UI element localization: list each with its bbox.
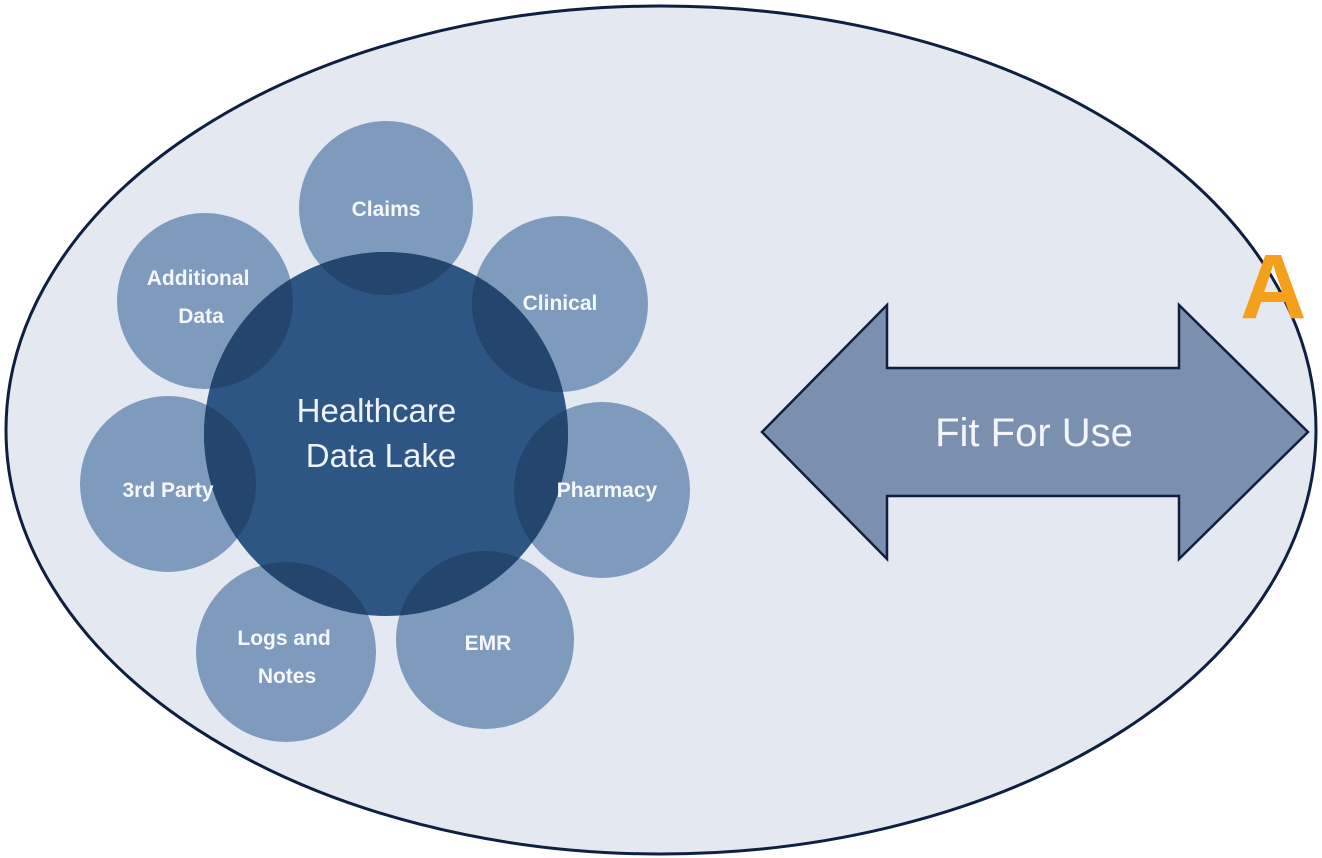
hub-circle xyxy=(204,252,568,616)
edge-glyph-group: A xyxy=(1240,236,1306,338)
label-additional-data-line-2: Data xyxy=(178,305,224,328)
label-3rd-party: 3rd Party xyxy=(122,479,213,502)
label-3rd-party-line-1: 3rd Party xyxy=(122,479,213,502)
petal-claims xyxy=(299,121,473,295)
hub-label-line-1: Healthcare xyxy=(297,392,457,429)
label-claims: Claims xyxy=(352,198,421,221)
label-logs-and-notes-line-1: Logs and xyxy=(237,627,330,650)
label-emr-line-1: EMR xyxy=(465,632,512,655)
source-petals xyxy=(80,121,690,742)
edge-glyph-letter: A xyxy=(1240,236,1306,338)
label-claims-line-1: Claims xyxy=(352,198,421,221)
label-logs-and-notes-line-2: Notes xyxy=(258,665,316,688)
label-clinical: Clinical xyxy=(523,292,598,315)
label-additional-data: Additional Data xyxy=(147,267,256,328)
fit-for-use-label: Fit For Use xyxy=(935,411,1133,455)
label-additional-data-line-1: Additional xyxy=(147,267,250,290)
label-pharmacy: Pharmacy xyxy=(557,479,658,502)
fit-for-use-arrow xyxy=(760,301,1310,563)
label-pharmacy-line-1: Pharmacy xyxy=(557,479,658,502)
label-emr: EMR xyxy=(465,632,512,655)
label-clinical-line-1: Clinical xyxy=(523,292,598,315)
label-logs-and-notes: Logs and Notes xyxy=(237,627,336,688)
hub-label-line-2: Data Lake xyxy=(306,437,456,474)
hub-label: Healthcare Data Lake xyxy=(297,392,466,474)
